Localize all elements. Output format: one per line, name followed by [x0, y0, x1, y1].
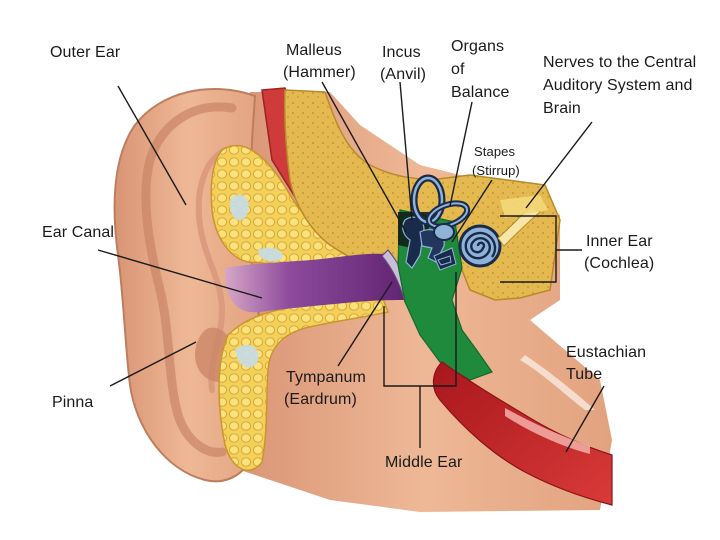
nerve-bundle: [500, 195, 548, 218]
tube-lining: [520, 355, 595, 410]
eustachian-tube-highlight: [505, 408, 590, 454]
label-stapes: Stapes: [474, 144, 516, 159]
cartilage-highlight-1: [229, 194, 249, 221]
leader-eustachian: [565, 385, 605, 453]
label-malleus: Malleus: [286, 42, 342, 59]
label-inner-ear-sub: (Cochlea): [584, 255, 655, 272]
bracket-inner-ear: [500, 215, 557, 283]
leader-nerves: [525, 121, 593, 209]
label-malleus-sub: (Hammer): [283, 64, 356, 81]
label-nerves-line3: Brain: [543, 100, 581, 117]
malleus-bone: [402, 216, 425, 269]
eustachian-tube: [432, 361, 613, 506]
label-balance-sub: Balance: [451, 84, 510, 101]
label-eustachian-sub: Tube: [566, 366, 603, 383]
label-nerves-line2: Auditory System and: [543, 77, 693, 94]
label-tympanum: Tympanum: [286, 369, 366, 386]
leader-outer-ear: [117, 85, 187, 206]
leader-lines: [97, 81, 605, 453]
stapes-bone: [433, 247, 457, 271]
label-inner-ear: Inner Ear: [586, 233, 653, 250]
leader-malleus: [321, 81, 407, 233]
label-middle-ear: Middle Ear: [385, 454, 463, 471]
label-ear-canal: Ear Canal: [42, 224, 115, 241]
cochlea-spiral: [464, 231, 497, 260]
label-pinna: Pinna: [52, 394, 94, 411]
label-outer-ear: Outer Ear: [50, 44, 121, 61]
ear-canal-tube: [225, 253, 410, 313]
label-tympanum-sub: (Eardrum): [284, 391, 357, 408]
label-eustachian: Eustachian: [566, 344, 647, 361]
label-balance-of: of: [451, 61, 465, 78]
label-stapes-sub: (Stirrup): [472, 163, 520, 178]
semicircular-canal-2-core: [427, 202, 469, 228]
cartilage-highlight-3: [235, 345, 259, 368]
cartilage-highlight-2: [258, 247, 283, 262]
middle-ear-cavity: [397, 209, 493, 381]
label-nerves-line1: Nerves to the Central: [543, 54, 697, 71]
vestibule: [433, 223, 455, 241]
label-incus-sub: (Anvil): [380, 66, 427, 83]
helix-fold: [141, 102, 237, 457]
leader-incus: [399, 81, 413, 221]
leader-ear-canal: [97, 249, 263, 299]
leader-tympanum: [337, 281, 393, 367]
leader-pinna: [109, 341, 197, 387]
label-balance: Organs: [451, 38, 505, 55]
leader-balance: [449, 101, 473, 207]
leader-stapes: [451, 179, 493, 243]
label-incus: Incus: [382, 44, 421, 61]
